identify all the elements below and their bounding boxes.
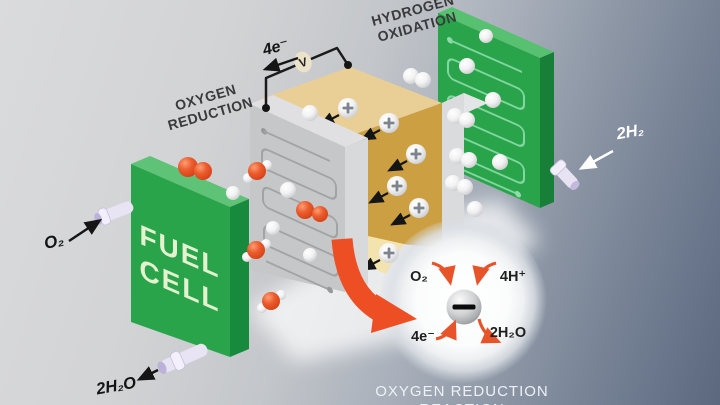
inset-electrons-label: 4e⁻: [411, 329, 435, 345]
voltmeter: V: [294, 51, 312, 73]
inset-protons-label: 4H⁺: [500, 269, 526, 285]
sphere: [485, 92, 501, 108]
proton-arrow: [390, 212, 411, 226]
inset-water-label: 2H₂O: [490, 325, 526, 341]
wire: V 4e⁻: [260, 36, 352, 112]
water-out-arrow: [477, 318, 502, 344]
protons-in-arrow: [472, 261, 497, 286]
right-plate-flow-channels: [447, 37, 525, 198]
proton-arrow: [387, 158, 408, 172]
proton: [387, 144, 426, 172]
minus-icon: [452, 304, 476, 310]
oxygen-in-label: O₂: [42, 230, 66, 253]
left-plate-front-face: [131, 164, 230, 357]
oxygen-water-molecules-layer: [178, 105, 328, 313]
water-molecule: [243, 160, 272, 183]
backing-plate-front-face: [442, 93, 464, 248]
wire-terminal-cathode: [262, 104, 270, 112]
electrons-in-arrow: [435, 319, 457, 341]
electrons-label: 4e⁻: [260, 36, 291, 59]
inset-caption-line1: OXYGEN REDUCTION: [375, 383, 549, 400]
inset-caption-line2: REACTION: [419, 401, 505, 405]
gray-plate-top-face: [250, 95, 368, 147]
h2-molecule: [447, 108, 475, 128]
o2-molecule: [296, 201, 328, 222]
proton-arrow: [368, 190, 389, 204]
left-plate-top-face: [131, 156, 249, 207]
o2-in-arrow: [431, 261, 456, 286]
voltmeter-label: V: [297, 55, 309, 71]
proton: [368, 176, 407, 204]
gray-plate-front-face: [250, 104, 345, 292]
h2-molecule: [403, 68, 431, 88]
proton: [390, 198, 429, 226]
right-plate-top-face: [438, 7, 554, 58]
anode-backing-plate: [442, 93, 488, 248]
inlet-port-hydrogen: [549, 159, 580, 191]
orr-zoom-arrow: [331, 237, 417, 333]
catalyst-sphere: [446, 289, 482, 325]
sphere: [280, 182, 296, 198]
hydrogen-inlet-arrow: [578, 149, 614, 170]
outlet-port-water: [157, 343, 208, 374]
left-plate-side-face: [230, 199, 249, 357]
sphere: [226, 186, 240, 200]
o2-molecule: [178, 157, 212, 180]
oxygen-inlet-arrow: [68, 218, 103, 243]
sphere: [467, 201, 483, 217]
inlet-port-oxygen: [94, 201, 134, 226]
hydrogen-in-label: 2H₂: [614, 121, 645, 144]
electron-flow-arrow: [262, 56, 299, 72]
wire-terminal-anode: [344, 61, 352, 69]
h2-molecule: [445, 175, 473, 195]
water-molecule: [242, 239, 271, 262]
inset-o2-label: O₂: [410, 269, 428, 285]
sphere: [266, 221, 280, 235]
sphere: [479, 29, 493, 43]
fuel-cell-end-plate-left: FUEL CELL: [94, 156, 249, 374]
hydrogen-molecules-layer: [403, 29, 508, 217]
water-molecule: [257, 290, 286, 313]
oxygen-reduction-label: OXYGEN REDUCTION: [166, 81, 255, 133]
sphere: [459, 58, 475, 74]
water-outlet-arrow: [136, 366, 159, 381]
h2-molecule: [449, 148, 477, 168]
water-out-label: 2H₂O: [94, 374, 138, 399]
right-plate-side-face: [540, 52, 554, 208]
sphere: [302, 105, 318, 121]
sphere: [303, 248, 317, 262]
sphere: [492, 154, 508, 170]
